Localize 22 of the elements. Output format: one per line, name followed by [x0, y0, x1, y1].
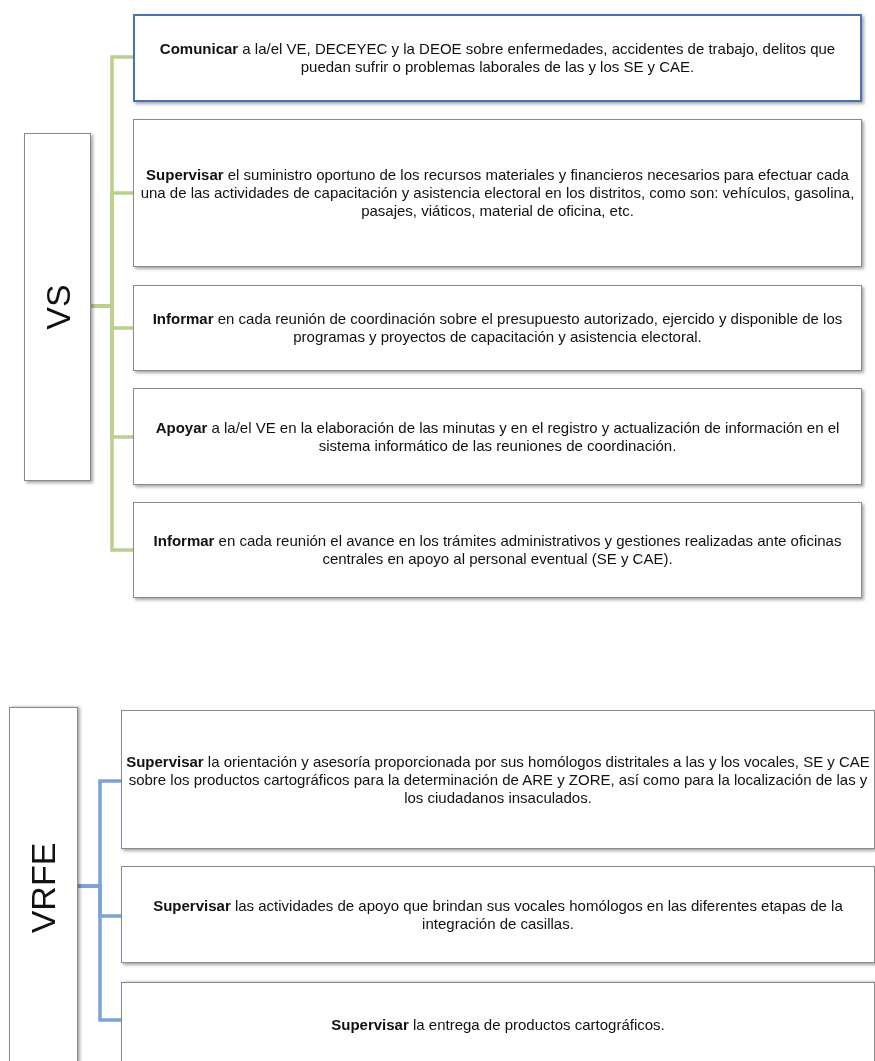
task-text: Informar en cada reunión de coordinación sobre el presupuesto autorizado, ejercido y disponible de los programas y proyectos de capacitación y asistencia electoral. — [151, 310, 844, 346]
role-label: VS — [39, 283, 76, 332]
role-label: VRFE — [25, 841, 62, 935]
task-text: Apoyar a la/el VE en la elaboración de las minutas y en el registro y actualización de información en el sistema informático de las reuniones de coordinación. — [154, 418, 841, 455]
task-box — [133, 119, 862, 267]
task-text: Informar en cada reunión el avance en los trámites administrativos y gestiones realizadas ante oficinas centrales en apoyo al personal eventual (SE y CAE). — [152, 532, 843, 568]
task-box — [133, 388, 862, 485]
task-text: Supervisar la orientación y asesoría proporcionada por sus homólogos distritales a las y los vocales, SE y CAE sobre los productos cartográficos para la determinación de ARE y ZORE, así como para la localización de las y los ciudadanos insaculados. — [125, 752, 871, 807]
task-box — [133, 14, 862, 102]
connector-line — [78, 884, 121, 1022]
task-box — [121, 982, 875, 1061]
task-text: Supervisar el suministro oportuno de los recursos materiales y financieros necesarios para efectuar cada una de las actividades de capacitación y asistencia electoral en los distritos, como son: vehículos, gasolina, pasajes, viáticos, material de oficina, etc. — [139, 166, 856, 220]
task-text: Supervisar las actividades de apoyo que brindan sus vocales homólogos en las diferentes etapas de la integración de casillas. — [152, 896, 844, 933]
role-box — [24, 133, 91, 481]
task-box — [121, 710, 875, 849]
task-box — [121, 866, 875, 963]
task-text: Comunicar a la/el VE, DECEYEC y la DEOE sobre enfermedades, accidentes de trabajo, delitos que puedan sufrir o problemas laborales de las y los SE y CAE. — [158, 40, 837, 76]
connector-line — [91, 304, 133, 552]
task-box — [133, 502, 862, 598]
task-box — [133, 285, 862, 371]
role-box — [9, 707, 78, 1061]
task-text: Supervisar la entrega de productos cartográficos. — [330, 1016, 666, 1034]
